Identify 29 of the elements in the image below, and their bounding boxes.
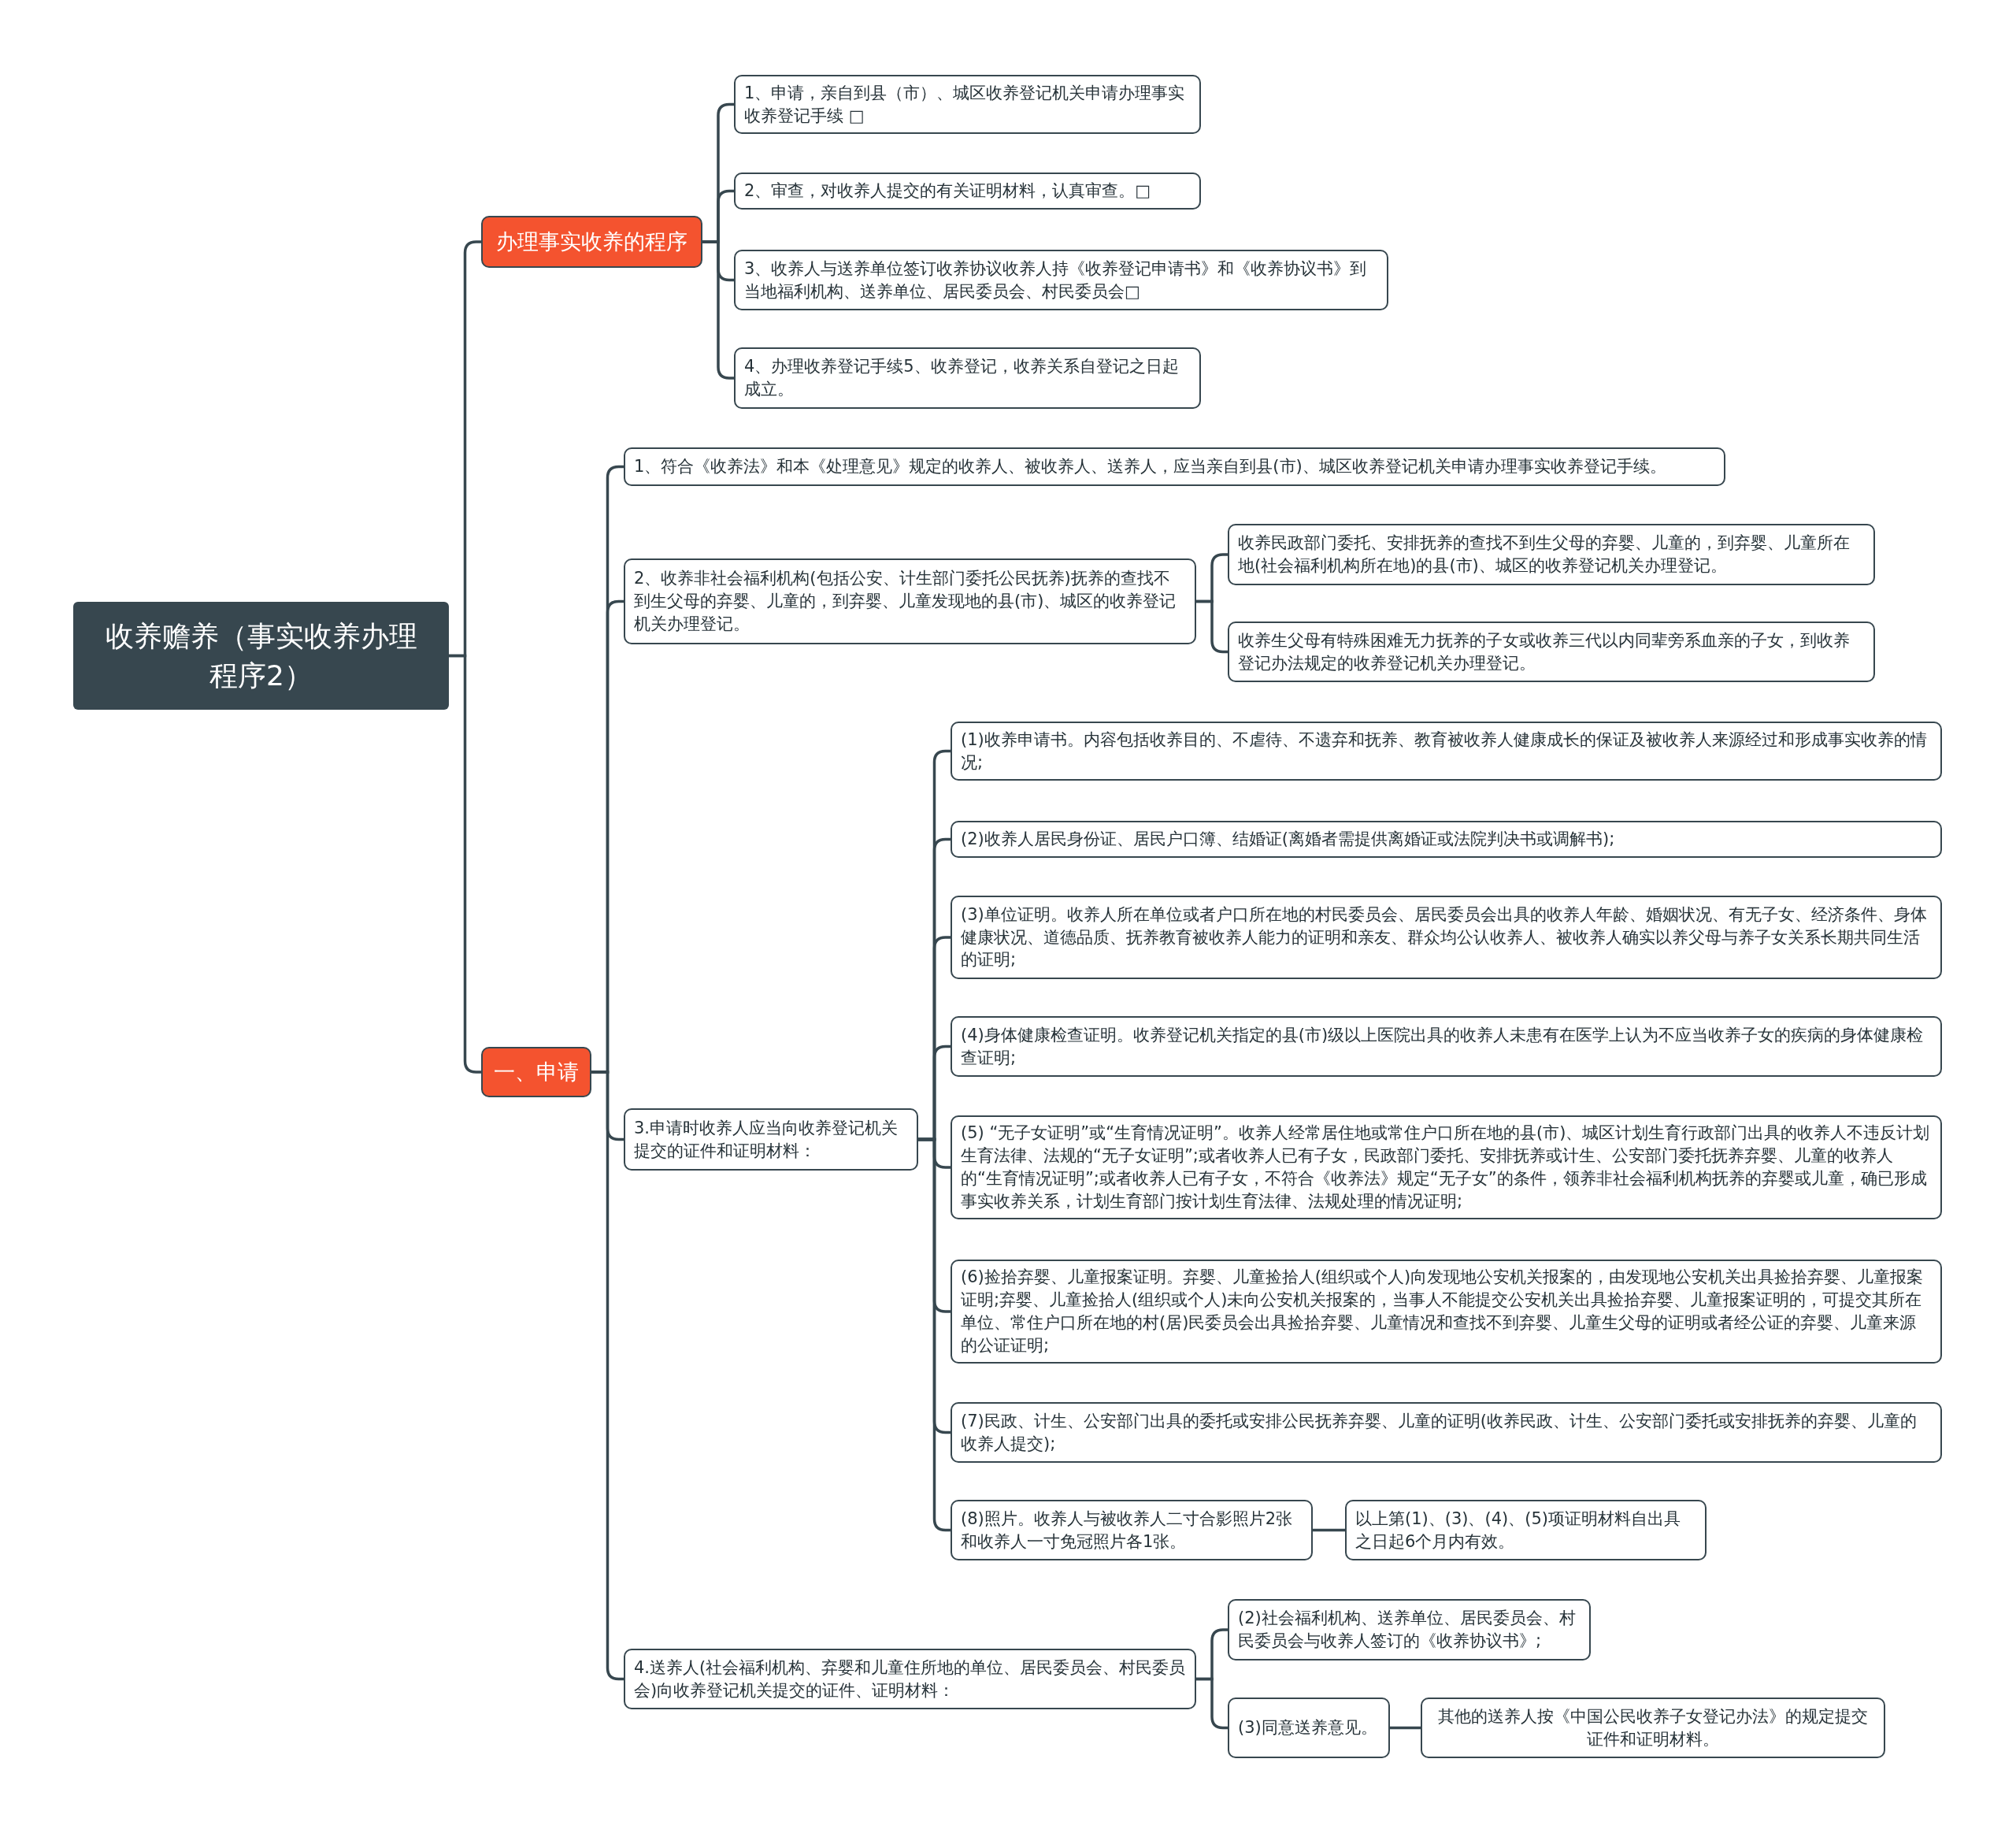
topic-box: 收养民政部门委托、安排抚养的查找不到生父母的弃婴、儿童的，到弃婴、儿童所在地(社会福利机构所在地)的县(市)、城区的收养登记机关办理登记。 bbox=[1228, 524, 1875, 585]
topic-box: 1、符合《收养法》和本《处理意见》规定的收养人、被收养人、送养人，应当亲自到县(市)、城区收养登记机关申请办理事实收养登记手续。 bbox=[624, 447, 1725, 486]
connector-line bbox=[1313, 1528, 1345, 1532]
topic-box: 2、收养非社会福利机构(包括公安、计生部门委托公民抚养)抚养的查找不到生父母的弃婴、儿童的，到弃婴、儿童发现地的县(市)、城区的收养登记机关办理登记。 bbox=[624, 558, 1196, 644]
topic-box: 以上第(1)、(3)、(4)、(5)项证明材料自出具之日起6个月内有效。 bbox=[1345, 1500, 1707, 1560]
topic-box: (2)社会福利机构、送养单位、居民委员会、村民委员会与收养人签订的《收养协议书》; bbox=[1228, 1599, 1591, 1660]
topic-box: (1)收养申请书。内容包括收养目的、不虐待、不遗弃和抚养、教育被收养人健康成长的保证及被收养人来源经过和形成事实收养的情况; bbox=[951, 722, 1942, 781]
topic-box: (3)单位证明。收养人所在单位或者户口所在地的村民委员会、居民委员会出具的收养人年龄、婚姻状况、有无子女、经济条件、身体健康状况、道德品质、抚养教育被收养人能力的证明和亲友、群众均公认收养人、被收养人确实以养父母与养子女关系长期共同生活的证明; bbox=[951, 896, 1942, 979]
topic-box: 其他的送养人按《中国公民收养子女登记办法》的规定提交证件和证明材料。 bbox=[1421, 1698, 1885, 1758]
topic-box: (8)照片。收养人与被收养人二寸合影照片2张和收养人一寸免冠照片各1张。 bbox=[951, 1500, 1313, 1560]
topic-box: 4.送养人(社会福利机构、弃婴和儿童住所地的单位、居民委员会、村民委员会)向收养登记机关提交的证件、证明材料： bbox=[624, 1649, 1196, 1709]
connector-line bbox=[1390, 1726, 1421, 1730]
topic-box: 2、审查，对收养人提交的有关证明材料，认真审查。□ bbox=[734, 173, 1201, 210]
topic-box: 3、收养人与送养单位签订收养协议收养人持《收养登记申请书》和《收养协议书》到当地福利机构、送养单位、居民委员会、村民委员会□ bbox=[734, 250, 1388, 310]
topic-box: (4)身体健康检查证明。收养登记机关指定的县(市)级以上医院出具的收养人未患有在医学上认为不应当收养子女的疾病的身体健康检查证明; bbox=[951, 1016, 1942, 1077]
topic-box: (5) “无子女证明”或“生育情况证明”。收养人经常居住地或常住户口所在地的县(市)、城区计划生育行政部门出具的收养人不违反计划生育法律、法规的“无子女证明”;或者收养人已有子女，民政部门委托、安排抚养或计生、公安部门委托抚养弃婴、儿童的收养人的“生育情况证明”;或者收养人已有子女，不符合《收养法》规定“无子女”的条件，领养非社会福利机构抚养的弃婴或儿童，确已形成事实收养关系，计划生育部门按计划生育法律、法规处理的情况证明; bbox=[951, 1115, 1942, 1219]
topic-box: 3.申请时收养人应当向收养登记机关提交的证件和证明材料： bbox=[624, 1108, 918, 1171]
central-topic: 收养赡养（事实收养办理程序2） bbox=[73, 602, 449, 710]
branch-topic: 一、申请 bbox=[481, 1047, 591, 1097]
connector-line bbox=[918, 1137, 951, 1532]
topic-box: (3)同意送养意见。 bbox=[1228, 1698, 1390, 1758]
topic-box: 1、申请，亲自到县（市）、城区收养登记机关申请办理事实收养登记手续 □ bbox=[734, 75, 1201, 134]
topic-box: (2)收养人居民身份证、居民户口簿、结婚证(离婚者需提供离婚证或法院判决书或调解书); bbox=[951, 821, 1942, 858]
topic-box: (7)民政、计生、公安部门出具的委托或安排公民抚养弃婴、儿童的证明(收养民政、计生、公安部门委托或安排抚养的弃婴、儿童的收养人提交); bbox=[951, 1402, 1942, 1463]
topic-box: 4、办理收养登记手续5、收养登记，收养关系自登记之日起成立。 bbox=[734, 347, 1201, 409]
topic-box: (6)捡拾弃婴、儿童报案证明。弃婴、儿童捡拾人(组织或个人)向发现地公安机关报案的，由发现地公安机关出具捡拾弃婴、儿童报案证明;弃婴、儿童捡拾人(组织或个人)未向公安机关报案的，当事人不能提交公安机关出具捡拾弃婴、儿童报案证明的，可提交其所在单位、常住户口所在地的村(居)民委员会出具捡拾弃婴、儿童情况和查找不到弃婴、儿童生父母的证明或者经公证的弃婴、儿童来源的公证证明; bbox=[951, 1260, 1942, 1364]
topic-box: 收养生父母有特殊困难无力抚养的子女或收养三代以内同辈旁系血亲的子女，到收养登记办法规定的收养登记机关办理登记。 bbox=[1228, 622, 1875, 682]
connector-line bbox=[449, 654, 481, 1074]
branch-topic: 办理事实收养的程序 bbox=[481, 216, 702, 268]
